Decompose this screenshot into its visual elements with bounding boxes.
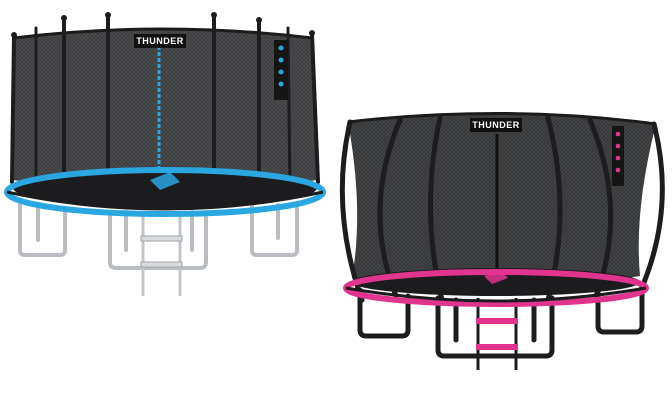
brand-badge-blue: THUNDER bbox=[134, 34, 186, 48]
legs-blue bbox=[18, 203, 299, 270]
brand-badge-pink: THUNDER bbox=[470, 118, 522, 132]
ladder-pink bbox=[476, 298, 518, 370]
mat-logo-pink bbox=[484, 270, 508, 284]
brand-logo-blue: THUNDER bbox=[136, 36, 184, 46]
mat-logo-blue bbox=[150, 172, 180, 190]
legs-pink bbox=[357, 285, 645, 359]
ladder-blue bbox=[140, 212, 183, 296]
safety-net-blue bbox=[12, 29, 318, 190]
brand-logo-pink: THUNDER bbox=[472, 120, 520, 130]
safety-net-pink bbox=[348, 113, 656, 289]
net-poles-blue bbox=[10, 14, 320, 208]
